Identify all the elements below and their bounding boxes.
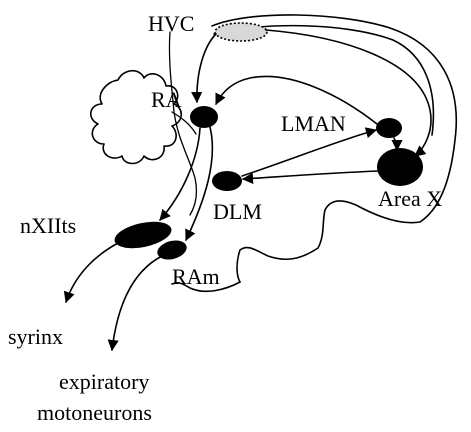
lman-nucleus [376, 118, 402, 138]
dlm-to-lman-arrow [242, 130, 376, 176]
lman-to-area-x-arrow [394, 138, 397, 150]
area-x-nucleus [377, 148, 423, 186]
area-x-label: Area X [378, 186, 442, 211]
ra-to-ram-arrow [186, 127, 212, 240]
ra-label: RA [151, 87, 182, 112]
hvc-label: HVC [148, 11, 194, 36]
ram-label: RAm [172, 264, 220, 289]
ra-nucleus [190, 106, 218, 128]
motoneurons-label: motoneurons [37, 400, 152, 425]
dlm-label: DLM [213, 199, 262, 224]
cerebellum-outline [91, 71, 182, 164]
hvc-nucleus [215, 23, 267, 41]
expiratory-label: expiratory [59, 369, 149, 394]
brain-outline [212, 15, 456, 282]
lman-label: LMAN [281, 111, 346, 136]
dlm-nucleus [212, 171, 242, 191]
area-x-to-dlm-arrow [243, 171, 378, 179]
syrinx-label: syrinx [8, 324, 63, 349]
nxiits-label: nXIIts [20, 213, 76, 238]
nxiits-to-syrinx-arrow [66, 242, 120, 302]
hvc-to-ra-arrow [197, 34, 216, 102]
ram-to-motoneurons-arrow [112, 256, 162, 350]
